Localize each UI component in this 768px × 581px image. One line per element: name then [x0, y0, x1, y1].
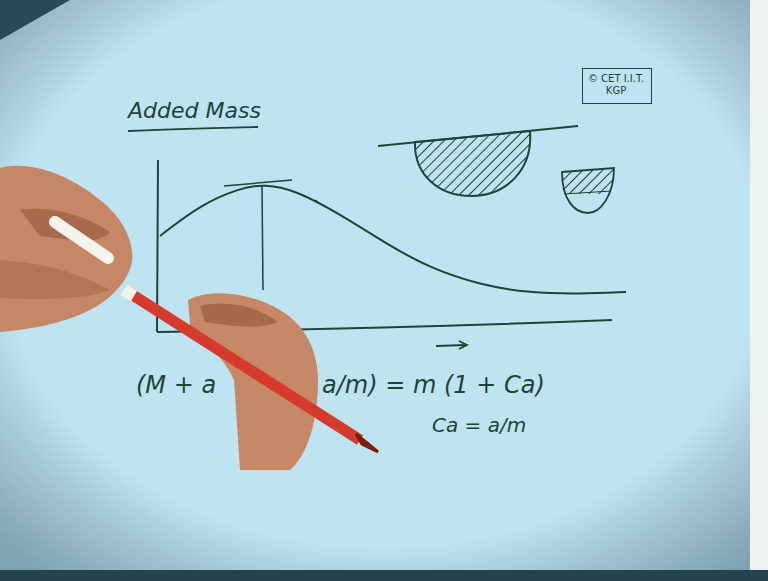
white-marker — [55, 222, 108, 258]
small-hull-section — [562, 168, 614, 213]
left-hand — [0, 166, 132, 332]
small-hull-waterline — [564, 191, 611, 194]
knuckle-shadow — [200, 304, 278, 327]
frequency-arrow — [436, 345, 466, 346]
board-corner — [0, 0, 70, 40]
board-edge — [0, 570, 768, 581]
palm-shadow — [0, 260, 110, 299]
added-mass-curve — [160, 186, 626, 294]
paper-edge — [750, 0, 768, 581]
equation-right: a/m) = m (1 + Ca) — [322, 372, 545, 400]
large-hull-section — [415, 131, 530, 196]
peak-line — [262, 186, 263, 290]
title-underline — [128, 127, 258, 131]
coefficient-definition: Ca = a/m — [432, 414, 526, 437]
ink-dot — [315, 200, 317, 202]
pencil-end — [124, 290, 134, 296]
small-hull-hatch — [562, 168, 614, 194]
equation-left: (M + a — [136, 372, 216, 400]
arrow-head — [459, 341, 467, 349]
box-text: © CET I.I.T. KGP — [587, 73, 645, 97]
title-text: Added Mass — [128, 98, 261, 123]
copyright-box: © CET I.I.T. KGP — [582, 68, 652, 104]
red-pencil — [128, 292, 360, 440]
pencil-tip — [356, 434, 378, 452]
